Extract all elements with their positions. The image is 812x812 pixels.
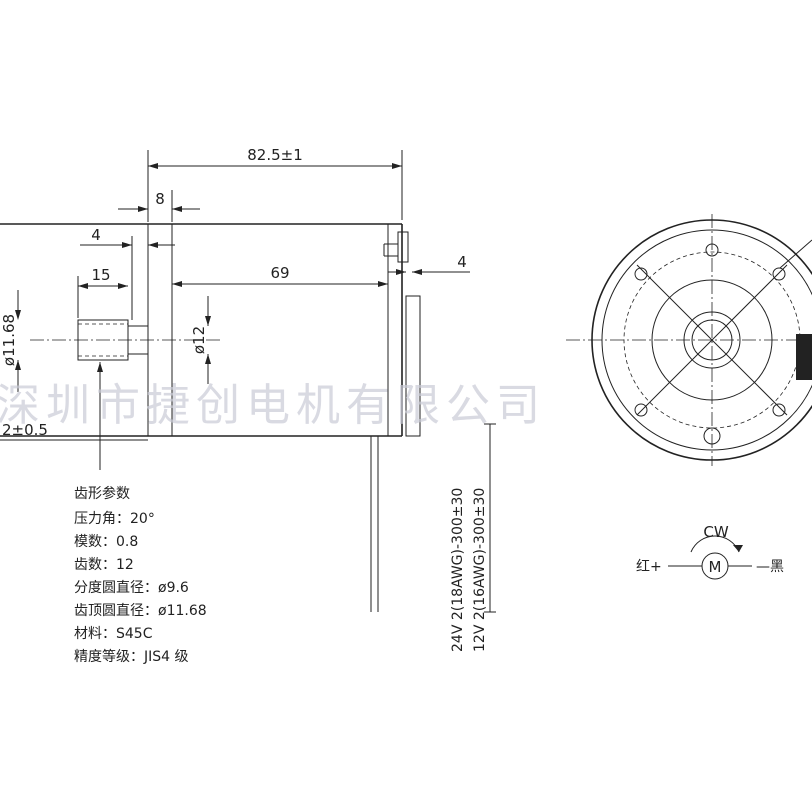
gear-spec-title: 齿形参数 <box>74 485 130 502</box>
side-view <box>0 223 421 612</box>
dim-left-offset: 4 <box>91 226 101 244</box>
gear-spec-line: 分度圆直径：ø9.6 <box>74 579 189 596</box>
dim-gear-length: 15 <box>91 266 110 284</box>
gear-spec-line: 模数：0.8 <box>74 534 138 550</box>
dim-overall-length: 82.5±1 <box>247 146 303 164</box>
negative-lead-label: —黑 <box>756 559 784 575</box>
wire-label-12v: 12V 2(16AWG)-300±30 <box>472 488 488 652</box>
wire-label-24v: 24V 2(18AWG)-300±30 <box>450 488 466 652</box>
gear-spec-line: 材料：S45C <box>74 626 153 642</box>
gear-spec-line: 压力角：20° <box>74 511 155 527</box>
gear-spec-line: 齿数：12 <box>74 557 134 573</box>
wire-labels: 24V 2(18AWG)-300±30 12V 2(16AWG)-300±30 <box>450 423 496 652</box>
dim-body-length: 69 <box>270 264 289 282</box>
dim-right-offset: 4 <box>457 253 467 271</box>
dim-flange-width: 8 <box>155 190 165 208</box>
front-view <box>566 214 812 466</box>
dim-gear-tol: 2±0.5 <box>2 421 48 439</box>
arrow-icon <box>733 545 743 552</box>
watermark: 深圳市捷创电机有限公司 <box>0 380 546 431</box>
motor-symbol: M <box>709 558 722 576</box>
positive-lead-label: 红+ <box>636 559 662 575</box>
dim-boss-dia: ø12 <box>190 326 208 354</box>
gear-spec-line: 精度等级：JIS4 级 <box>74 648 189 665</box>
gear-spec: 齿形参数 压力角：20° 模数：0.8 齿数：12 分度圆直径：ø9.6 齿顶圆… <box>74 485 207 665</box>
dim-gear-dia: ø11.68 <box>0 314 18 366</box>
rotation-symbol: CW M 红+ —黑 <box>636 523 784 580</box>
gear-spec-line: 齿顶圆直径：ø11.68 <box>74 602 207 619</box>
dimensions: 82.5±1 8 4 15 69 4 <box>0 146 470 470</box>
